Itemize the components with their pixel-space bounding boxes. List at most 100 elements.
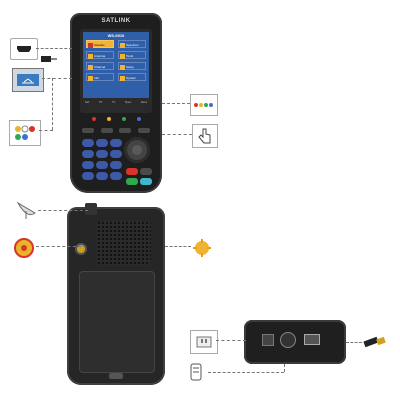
lcd-screen: WS-6916 Satellite Spectrum Antenna Tools… — [83, 32, 149, 98]
callout-line — [36, 246, 81, 247]
fn-label: TV — [111, 101, 116, 104]
cable-plug-icon — [38, 50, 60, 68]
av-cable-icon — [9, 120, 41, 146]
function-key-labels: SAT TP TV Spect Menu — [80, 101, 152, 107]
menu-tile-icon — [88, 53, 93, 59]
number-key[interactable] — [110, 150, 122, 158]
power-adapter-icon — [190, 330, 218, 354]
number-key[interactable] — [96, 172, 108, 180]
function-keys — [82, 128, 150, 134]
menu-tile-icon — [120, 64, 125, 70]
cyan-key[interactable] — [140, 178, 152, 185]
dc-port[interactable] — [280, 332, 296, 348]
menu-tile[interactable]: Spectrum — [118, 40, 146, 48]
function-key[interactable] — [82, 128, 94, 133]
callout-line — [284, 364, 285, 372]
menu-tile-label: Info — [94, 76, 100, 80]
navigation-dpad[interactable] — [124, 137, 150, 163]
callout-line — [162, 134, 192, 135]
red-key[interactable] — [126, 168, 138, 175]
number-key[interactable] — [96, 139, 108, 147]
satellite-finder-back — [67, 203, 165, 385]
number-key[interactable] — [96, 161, 108, 169]
menu-tile[interactable]: Tools — [118, 51, 146, 59]
screen-title: WS-6916 — [107, 33, 125, 38]
callout-line — [208, 372, 284, 373]
number-key[interactable] — [82, 161, 94, 169]
color-keys — [126, 168, 152, 192]
callout-line — [162, 103, 190, 104]
function-key[interactable] — [119, 128, 132, 133]
menu-tile[interactable]: System — [118, 73, 146, 81]
led-light-icon — [190, 236, 214, 260]
number-key[interactable] — [110, 161, 122, 169]
function-key[interactable] — [100, 128, 113, 133]
compass-icon — [12, 236, 36, 260]
callout-line — [42, 78, 72, 79]
menu-tile-label: Satellite — [94, 43, 105, 47]
fn-label: TP — [99, 101, 103, 104]
hdmi-icon — [10, 38, 38, 60]
green-indicator-icon — [121, 117, 126, 121]
number-key[interactable] — [82, 150, 94, 158]
callout-line — [216, 340, 246, 341]
battery-latch[interactable] — [109, 373, 123, 379]
fn-label: SAT — [84, 101, 90, 104]
satellite-finder-front: SATLINK WS-6916 Satellite Spectrum Anten… — [70, 13, 162, 193]
menu-tile-icon — [88, 64, 93, 70]
menu-tile-label: Spectrum — [126, 43, 139, 47]
callout-line — [165, 246, 191, 247]
battery-cover — [79, 271, 155, 373]
fn-label: Spect — [124, 101, 132, 104]
satellite-dish-icon — [14, 198, 38, 222]
menu-tile-icon — [120, 75, 125, 81]
callout-line — [36, 48, 72, 49]
menu-tile-icon — [120, 42, 125, 48]
led-light — [77, 245, 85, 253]
color-dots-icon — [190, 94, 218, 116]
yellow-indicator-icon — [106, 117, 111, 121]
ok-button[interactable] — [132, 145, 142, 155]
gray-key[interactable] — [140, 168, 152, 175]
indicator-dots — [86, 117, 146, 122]
hand-touch-icon — [192, 124, 218, 148]
callout-line — [346, 342, 362, 343]
tv-icon — [12, 68, 44, 92]
car-charger-icon — [184, 360, 208, 384]
brand-logo: SATLINK — [101, 18, 131, 24]
usb-port[interactable] — [304, 334, 320, 345]
cable-plug-icon — [360, 330, 390, 354]
green-key[interactable] — [126, 178, 138, 185]
menu-tile-icon — [88, 42, 93, 48]
number-key[interactable] — [96, 150, 108, 158]
menu-tile[interactable]: Antenna — [86, 51, 114, 59]
menu-tile-label: Channel — [94, 65, 106, 69]
speaker-grille — [97, 221, 151, 265]
callout-line — [39, 130, 53, 131]
number-key[interactable] — [82, 139, 94, 147]
number-key[interactable] — [82, 172, 94, 180]
fn-label: Menu — [140, 101, 148, 104]
menu-tile[interactable]: Channel — [86, 62, 114, 70]
blue-indicator-icon — [136, 117, 141, 121]
menu-tile-icon — [88, 75, 93, 81]
callout-line — [52, 78, 53, 130]
menu-tile-icon — [120, 53, 125, 59]
menu-tile-label: System — [126, 76, 137, 80]
menu-tile-label: Antenna — [94, 54, 106, 58]
lnb-connector[interactable] — [85, 203, 97, 215]
function-key[interactable] — [137, 128, 150, 133]
menu-tile-label: Setup — [126, 65, 134, 69]
menu-tile-label: Tools — [126, 54, 134, 58]
power-port[interactable] — [262, 334, 274, 346]
number-key[interactable] — [110, 172, 122, 180]
satellite-finder-bottom — [244, 320, 346, 364]
screen-bezel: WS-6916 Satellite Spectrum Antenna Tools… — [80, 29, 152, 113]
menu-tile[interactable]: Info — [86, 73, 114, 81]
numeric-keypad — [82, 139, 122, 187]
menu-tile[interactable]: Satellite — [86, 40, 114, 48]
menu-tile[interactable]: Setup — [118, 62, 146, 70]
callout-line — [38, 210, 88, 211]
red-indicator-icon — [91, 117, 96, 121]
number-key[interactable] — [110, 139, 122, 147]
